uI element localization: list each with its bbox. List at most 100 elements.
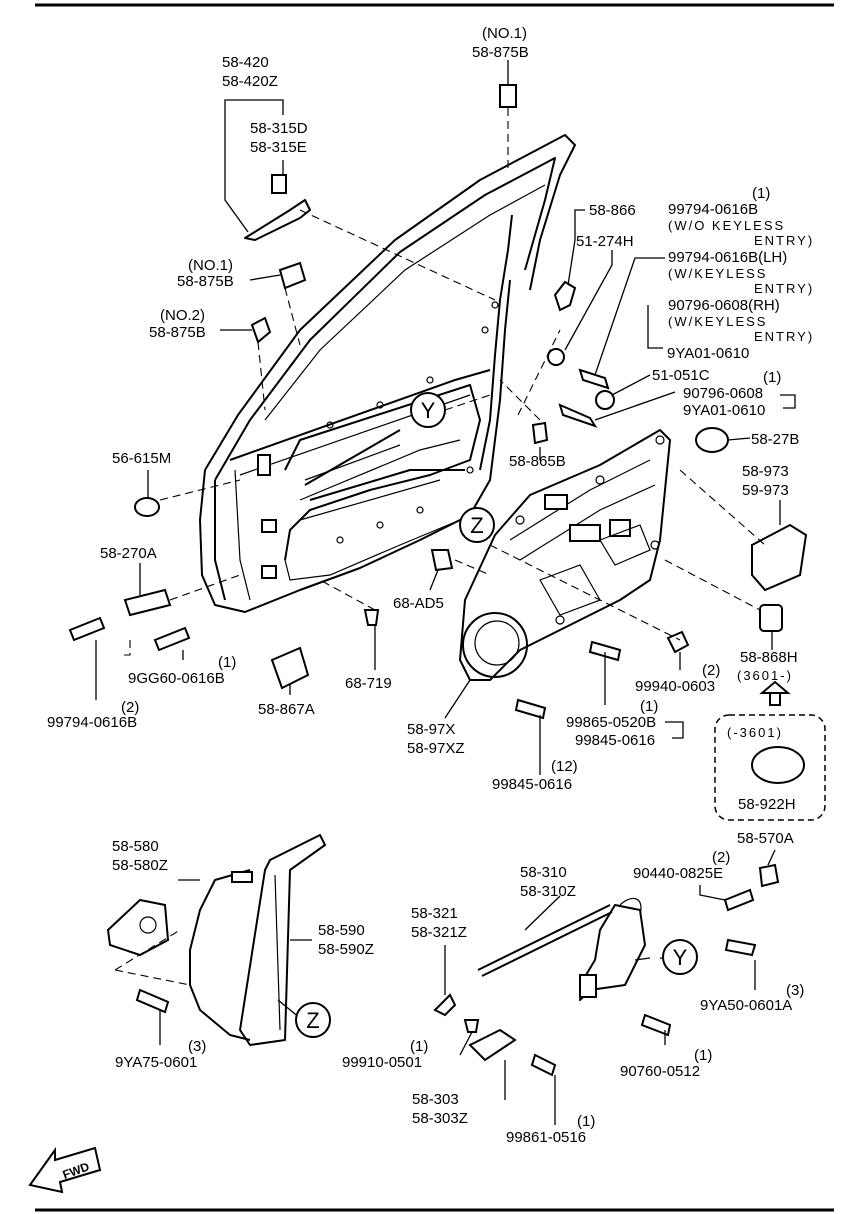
label-99861-0516: 99861-0516 [506, 1129, 586, 1146]
label-99910-0501: 99910-0501 [342, 1054, 422, 1071]
label-58-270a: 58-270A [100, 545, 157, 562]
washer-51-051c [595, 390, 615, 410]
window-regulator-drawing [106, 834, 326, 1046]
striker-58-867a [270, 646, 310, 690]
label-58-97x: 58-97X [407, 721, 455, 738]
label-99794-0616b-a: 99794-0616B [668, 201, 758, 218]
variant-box [714, 714, 826, 821]
label-58-580z: 58-580Z [112, 857, 168, 874]
label-58-875b-low: 58-875B [149, 324, 206, 341]
label-58-580: 58-580 [112, 838, 159, 855]
label-99794-0616b-b: 99794-0616B [47, 714, 137, 731]
label-99845-0616-a: 99845-0616 [575, 732, 655, 749]
plug-875b-top [499, 84, 517, 108]
label-q1-e: (1) [410, 1038, 428, 1055]
bolt-90796-0608 [558, 403, 598, 428]
label-9ya01-0610-a: 9YA01-0610 [667, 345, 749, 362]
label-58-865b: 58-865B [509, 453, 566, 470]
label-58-570a: 58-570A [737, 830, 794, 847]
label-58-875b-top: 58-875B [472, 44, 529, 61]
label-entry-2: ENTRY) [754, 281, 814, 296]
door-panel-drawing [199, 134, 576, 613]
label-58-420: 58-420 [222, 54, 269, 71]
plug-56-615m [134, 497, 160, 517]
door-check-58-270a [123, 588, 172, 617]
label-58-315e: 58-315E [250, 139, 307, 156]
label-90796-0608-rh: 90796-0608(RH) [668, 297, 780, 314]
label-58-315d: 58-315D [250, 120, 308, 137]
label-58-867a: 58-867A [258, 701, 315, 718]
label-58-310z: 58-310Z [520, 883, 576, 900]
callout-y-1: Y [410, 392, 491, 428]
up-arrow-icon [759, 680, 791, 706]
plug-875b-no2 [250, 316, 272, 344]
label-q1-b: (1) [763, 369, 781, 386]
label-q1-f: (1) [694, 1047, 712, 1064]
screw-99865-0520b [588, 640, 622, 662]
callout-z-1: Z [459, 507, 495, 543]
label-99865-0520b: 99865-0520B [566, 714, 656, 731]
washer-51-274h [547, 348, 565, 366]
label-58-973: 58-973 [742, 463, 789, 480]
label-90760-0512: 90760-0512 [620, 1063, 700, 1080]
label-9ya75-0601: 9YA75-0601 [115, 1054, 197, 1071]
label-58-922h: 58-922H [738, 796, 796, 813]
label-q2-a: (2) [121, 699, 139, 716]
bolt-9gg60-0616b [153, 626, 191, 652]
label-68-ad5: 68-AD5 [393, 595, 444, 612]
label-q1-c: (1) [218, 654, 236, 671]
label-q3-a: (3) [188, 1038, 206, 1055]
sheet-58-973 [751, 523, 808, 592]
screw-99845-0616 [514, 698, 547, 720]
label-w-keyless-2: (W/KEYLESS [668, 314, 767, 329]
callout-z-2: Z [295, 1002, 331, 1038]
bolt-99794-0616b-left [68, 616, 106, 642]
label-entry-1: ENTRY) [754, 233, 814, 248]
label-q12: (12) [551, 758, 578, 775]
label-58-420z: 58-420Z [222, 73, 278, 90]
bolt-99794-0616b [578, 368, 610, 390]
label-9gg60-0616b: 9GG60-0616B [128, 670, 225, 687]
label-no1-mid: (NO.1) [188, 257, 233, 274]
label-58-310: 58-310 [520, 864, 567, 881]
clip-68-719 [363, 609, 380, 626]
label-9ya50-0601a: 9YA50-0601A [700, 997, 792, 1014]
label-3601-minus: (3601-) [737, 668, 793, 683]
label-q1-d: (1) [640, 698, 658, 715]
label-58-97xz: 58-97XZ [407, 740, 465, 757]
label-wo-keyless: (W/O KEYLESS [668, 218, 785, 233]
label-51-274h: 51-274H [576, 233, 634, 250]
label-56-615m: 56-615M [112, 450, 171, 467]
callout-y-2: Y [662, 939, 698, 975]
label-entry-3: ENTRY) [754, 329, 814, 344]
label-q1-g: (1) [577, 1113, 595, 1130]
label-51-051c: 51-051C [652, 367, 710, 384]
clip-58-865b [531, 421, 549, 445]
label-58-321z: 58-321Z [411, 924, 467, 941]
callout-y-2-text: Y [673, 945, 688, 970]
label-99940-0603: 99940-0603 [635, 678, 715, 695]
label-58-866: 58-866 [589, 202, 636, 219]
callout-y-1-text: Y [421, 398, 436, 423]
label-w-keyless-1: (W/KEYLESS [668, 266, 767, 281]
label-59-973: 59-973 [742, 482, 789, 499]
label-90440-0825e: 90440-0825E [633, 865, 723, 882]
label-58-303: 58-303 [412, 1091, 459, 1108]
part-labels: (NO.1) 58-875B 58-420 58-420Z 58-315D 58… [47, 25, 814, 1182]
label-9ya01-0610-b: 9YA01-0610 [683, 402, 765, 419]
part-58-866 [553, 280, 577, 312]
grommet-58-868h [759, 604, 783, 632]
label-minus-3601: (-3601) [727, 725, 783, 740]
label-58-27b: 58-27B [751, 431, 799, 448]
label-q1-a: (1) [752, 185, 770, 202]
label-58-590z: 58-590Z [318, 941, 374, 958]
label-no2: (NO.2) [160, 307, 205, 324]
label-no1-top: (NO.1) [482, 25, 527, 42]
label-q2-b: (2) [702, 662, 720, 679]
label-90796-0608: 90796-0608 [683, 385, 763, 402]
label-99845-0616-b: 99845-0616 [492, 776, 572, 793]
seal-58-27b [695, 427, 729, 453]
label-q3-b: (3) [786, 982, 804, 999]
inner-trim-panel-drawing [459, 429, 671, 681]
